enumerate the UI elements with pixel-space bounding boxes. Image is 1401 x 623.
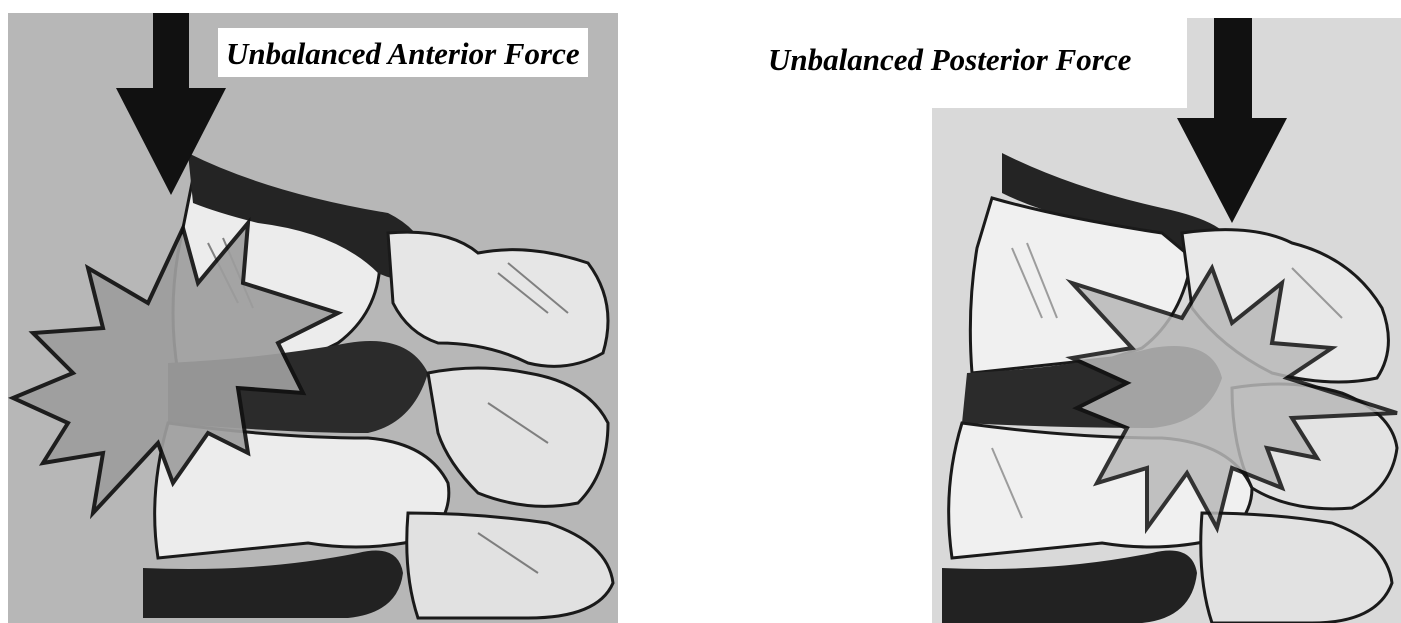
anterior-force-illustration [8, 13, 618, 623]
spine-drawing-left [8, 13, 618, 623]
spine-drawing-right [932, 18, 1401, 623]
caption-posterior-force: Unbalanced Posterior Force [760, 34, 1139, 83]
caption-anterior-force: Unbalanced Anterior Force [218, 28, 588, 77]
posterior-force-illustration [932, 18, 1401, 623]
